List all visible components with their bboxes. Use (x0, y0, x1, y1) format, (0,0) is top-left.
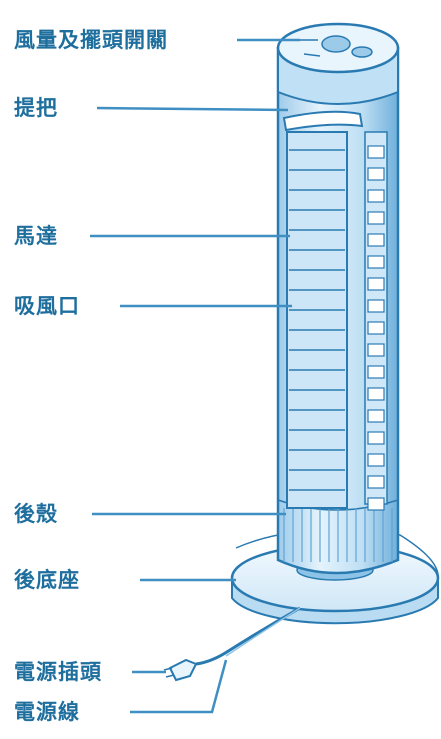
label-power-cord: 電源線 (14, 700, 80, 724)
oscillation-button (351, 46, 373, 58)
side-vent (367, 211, 385, 225)
handle (282, 110, 364, 132)
label-rear-housing: 後殼 (14, 502, 58, 526)
side-vent (367, 453, 385, 467)
power-plug (163, 658, 198, 682)
side-vent (367, 365, 385, 379)
side-vent (367, 387, 385, 401)
power-cord (195, 606, 301, 666)
label-rear-base: 後底座 (14, 568, 80, 592)
side-vent (367, 145, 385, 159)
label-handle: 提把 (14, 96, 58, 120)
side-vent (367, 409, 385, 423)
side-vent (367, 167, 385, 181)
side-vent (367, 431, 385, 445)
side-vent (367, 343, 385, 357)
side-vent (367, 475, 385, 489)
air-inlet-grille (286, 131, 388, 511)
side-vent (367, 189, 385, 203)
side-vent (367, 299, 385, 313)
leader-power-cord (130, 659, 228, 714)
side-vent (367, 321, 385, 335)
label-air-inlet: 吸風口 (14, 294, 80, 318)
label-speed-oscillation-switch: 風量及擺頭開關 (14, 28, 168, 52)
side-vent (367, 233, 385, 247)
side-vent (367, 497, 385, 511)
label-motor: 馬達 (14, 224, 58, 248)
label-power-plug: 電源插頭 (14, 660, 102, 684)
rear-housing-ribs (283, 508, 393, 562)
side-vent (367, 277, 385, 291)
top-cap (276, 22, 400, 105)
speed-knob (321, 35, 351, 53)
leader-handle (96, 106, 289, 112)
leader-lines (90, 38, 300, 714)
side-vent (367, 255, 385, 269)
